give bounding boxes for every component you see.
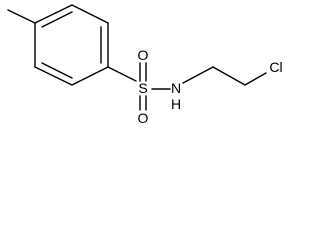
structure-diagram: S O O N H Cl <box>7 4 283 126</box>
nitrogen-label: N <box>171 80 181 96</box>
carbon-chlorine-bond <box>244 72 267 86</box>
ring-double-bond-3 <box>41 62 73 79</box>
sulfur-label: S <box>138 80 147 96</box>
ring-bond-4 <box>71 66 109 86</box>
ring-bond-2 <box>71 4 109 24</box>
carbon-carbon-bond <box>212 66 246 86</box>
hydrogen-label: H <box>171 96 181 112</box>
ring-bond-1 <box>34 4 73 24</box>
ring-bond-5 <box>34 66 73 86</box>
nitrogen-carbon-bond <box>182 66 214 84</box>
methyl-bond <box>7 9 36 24</box>
oxygen-top-label: O <box>138 47 149 63</box>
chlorine-label: Cl <box>269 59 282 75</box>
ring-sulfur-bond <box>107 66 137 82</box>
oxygen-bottom-label: O <box>138 110 149 126</box>
ring-double-bond-1 <box>41 11 73 28</box>
